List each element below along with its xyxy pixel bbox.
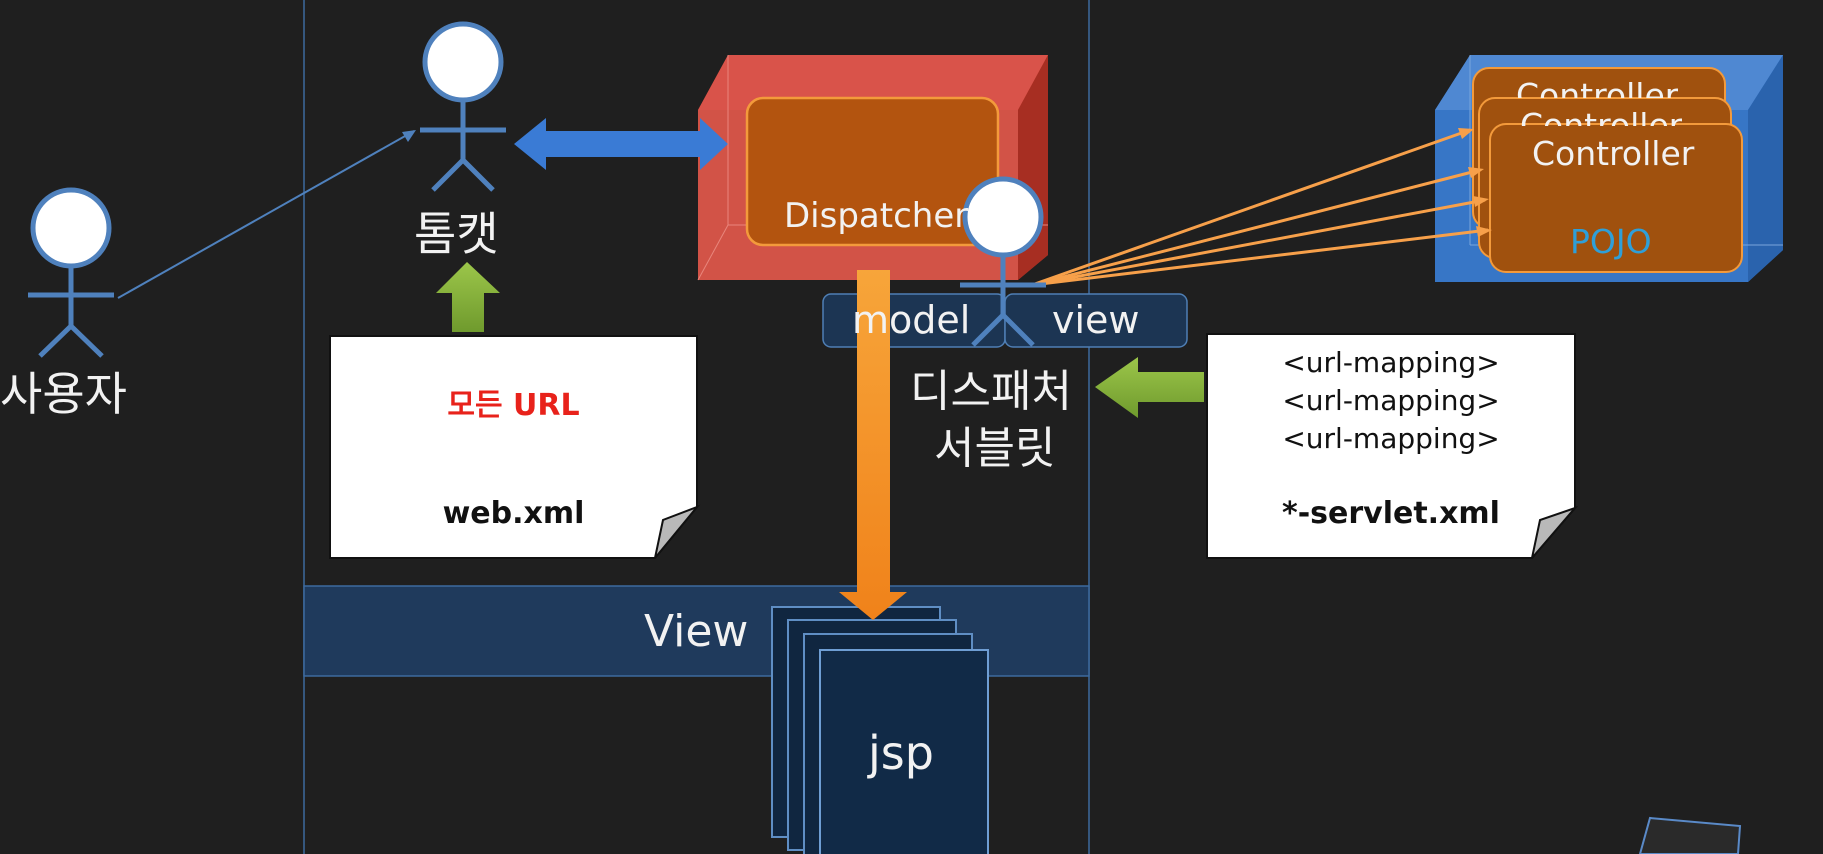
web-xml-highlight: 모든 URL — [447, 388, 580, 423]
servlet-xml-text: <url-mapping> <url-mapping> <url-mapping… — [1207, 334, 1575, 558]
user-actor-icon — [28, 187, 114, 358]
url-mapping-2: <url-mapping> — [1282, 384, 1500, 417]
orange-arrow-down — [839, 270, 907, 620]
jsp-stack — [771, 606, 989, 854]
controller-label-back2: Controller — [1516, 76, 1679, 98]
dispatcher-box — [697, 55, 1048, 281]
controller-arrows — [1031, 128, 1489, 287]
dispatcher-servlet-actor-icon — [960, 176, 1046, 347]
controller-label-front: Controller — [1532, 134, 1695, 173]
controller-arrowheads — [1458, 128, 1492, 237]
controller-label-back1: Controller — [1520, 106, 1683, 126]
view-bar-label: View — [644, 606, 749, 657]
web-xml-filename: web.xml — [442, 496, 585, 531]
tomcat-actor-icon — [420, 21, 506, 192]
model-label: model — [852, 298, 971, 342]
controller-card-front — [1489, 123, 1743, 273]
jsp-label: jsp — [868, 726, 934, 780]
dispatcher-servlet-label-2: 서블릿 — [934, 423, 1056, 474]
servlet-xml-filename: *-servlet.xml — [1282, 496, 1500, 531]
user-label: 사용자 — [0, 367, 127, 421]
dispatcher-servlet-label-1: 디스패처 — [910, 366, 1072, 417]
controller-container — [1435, 55, 1783, 282]
pojo-label: POJO — [1570, 222, 1652, 261]
dispatcher-inner-box — [745, 96, 1000, 247]
url-mapping-3: <url-mapping> — [1282, 422, 1500, 455]
device-corner-icon — [1638, 816, 1742, 854]
user-to-tomcat-line — [117, 130, 415, 299]
green-arrow-left — [1095, 357, 1204, 418]
blue-double-arrow — [514, 118, 728, 170]
view-label: view — [1052, 298, 1140, 342]
green-arrow-up — [436, 262, 500, 332]
user-line-arrowhead — [402, 130, 416, 142]
url-mapping-1: <url-mapping> — [1282, 346, 1500, 379]
web-xml-doc — [329, 335, 701, 559]
tomcat-label: 톰캣 — [414, 207, 499, 261]
web-xml-text: 모든 URL web.xml — [330, 336, 697, 558]
servlet-xml-doc — [1206, 333, 1579, 559]
dispatcher-label: Dispatcher — [784, 196, 969, 236]
